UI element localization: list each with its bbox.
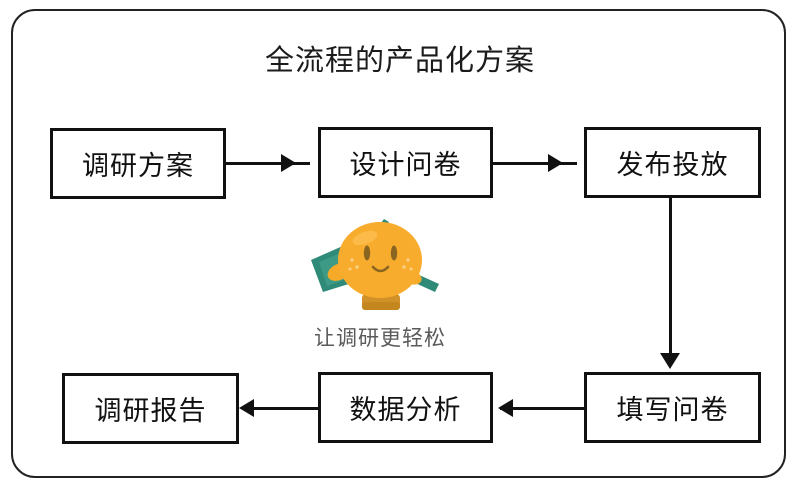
connector-line-publish-to-fill bbox=[669, 198, 672, 358]
orange-mascot-icon bbox=[311, 219, 439, 310]
connector-line-plan-to-design bbox=[226, 162, 310, 165]
connector-line-analysis-to-report bbox=[246, 407, 318, 410]
flow-node-research-report[interactable]: 调研报告 bbox=[62, 373, 239, 444]
flow-node-label: 调研方案 bbox=[82, 151, 194, 181]
outer-frame-border bbox=[11, 9, 786, 478]
flow-node-data-analysis[interactable]: 数据分析 bbox=[318, 372, 493, 443]
arrow-left-icon bbox=[498, 399, 513, 417]
brand-tagline: 让调研更轻松 bbox=[314, 327, 446, 350]
flow-node-publish-distribute[interactable]: 发布投放 bbox=[584, 127, 761, 198]
arrow-right-icon bbox=[548, 154, 563, 172]
arrow-down-icon bbox=[660, 353, 680, 369]
connector-line-design-to-publish bbox=[493, 162, 577, 165]
page-title: 全流程的产品化方案 bbox=[264, 45, 535, 77]
connector-line-fill-to-analysis bbox=[500, 407, 584, 410]
flow-node-research-plan[interactable]: 调研方案 bbox=[50, 128, 226, 199]
flow-node-fill-questionnaire[interactable]: 填写问卷 bbox=[584, 372, 761, 443]
flow-node-label: 设计问卷 bbox=[349, 150, 462, 180]
arrow-right-icon bbox=[281, 154, 296, 172]
flow-node-label: 数据分析 bbox=[349, 395, 462, 425]
flow-node-label: 发布投放 bbox=[616, 150, 729, 180]
arrow-left-icon bbox=[239, 399, 254, 417]
flow-node-design-questionnaire[interactable]: 设计问卷 bbox=[318, 127, 493, 198]
flow-node-label: 填写问卷 bbox=[616, 395, 729, 425]
flow-node-label: 调研报告 bbox=[94, 396, 207, 426]
